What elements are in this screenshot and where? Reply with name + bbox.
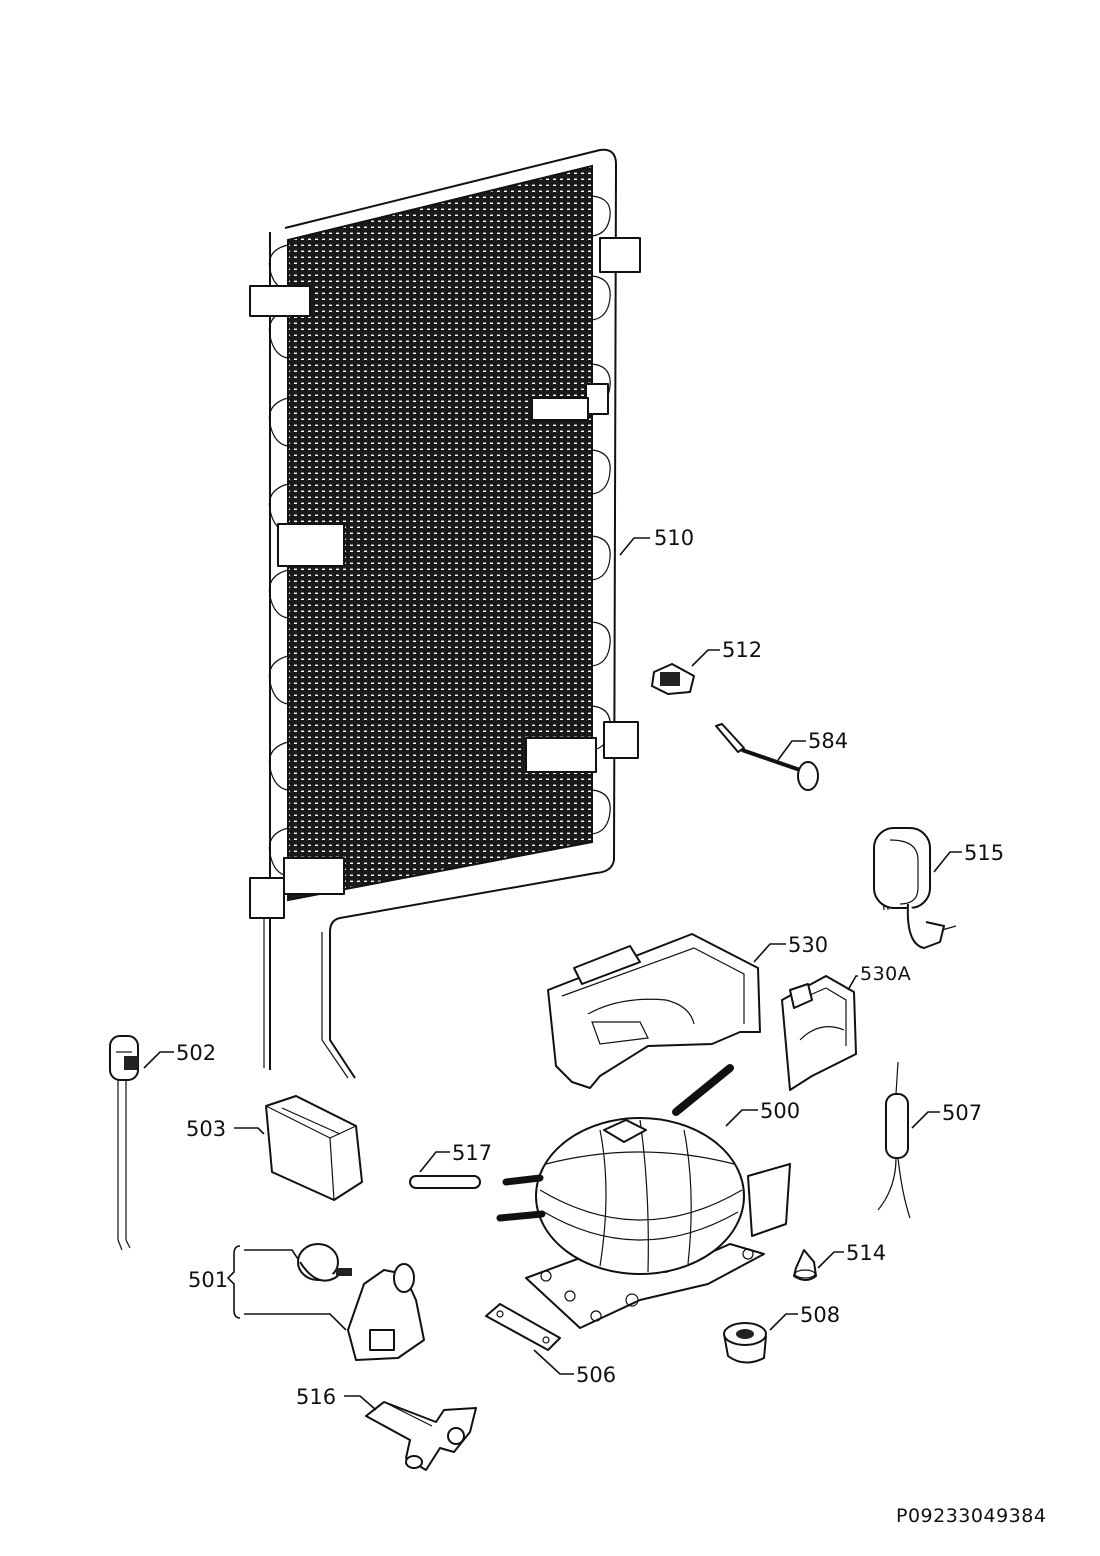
diagram-reference-code: P09233049384 <box>896 1505 1046 1527</box>
condenser-510 <box>249 148 641 1079</box>
label-517: 517 <box>452 1141 492 1165</box>
clip-512 <box>651 663 695 695</box>
cord-515 <box>873 827 957 949</box>
relay-box-503 <box>265 1095 363 1201</box>
plate-506 <box>485 1303 561 1351</box>
label-502: 502 <box>176 1041 216 1065</box>
label-530: 530 <box>788 933 828 957</box>
label-510: 510 <box>654 526 694 550</box>
label-508: 508 <box>800 1303 840 1327</box>
drier-507 <box>877 1061 911 1219</box>
cover-530 <box>547 933 761 1089</box>
label-507: 507 <box>942 1101 982 1125</box>
label-516: 516 <box>296 1385 336 1409</box>
label-515: 515 <box>964 841 1004 865</box>
condenser-fin-block <box>287 164 593 902</box>
label-514: 514 <box>846 1241 886 1265</box>
compressor-500 <box>496 1064 791 1329</box>
label-512: 512 <box>722 638 762 662</box>
label-503: 503 <box>186 1117 226 1141</box>
bracket-516 <box>365 1401 477 1471</box>
starting-device-501 <box>226 1243 425 1361</box>
grommet-514 <box>793 1249 817 1281</box>
rubber-foot-508 <box>723 1322 767 1364</box>
label-506: 506 <box>576 1363 616 1387</box>
tube-517 <box>409 1175 481 1189</box>
label-584: 584 <box>808 729 848 753</box>
sensor-584 <box>715 723 819 791</box>
label-530A: 530A <box>860 963 911 985</box>
protector-502 <box>109 1035 139 1251</box>
cover-530A <box>781 975 857 1091</box>
label-500: 500 <box>760 1099 800 1123</box>
label-501: 501 <box>188 1268 228 1292</box>
